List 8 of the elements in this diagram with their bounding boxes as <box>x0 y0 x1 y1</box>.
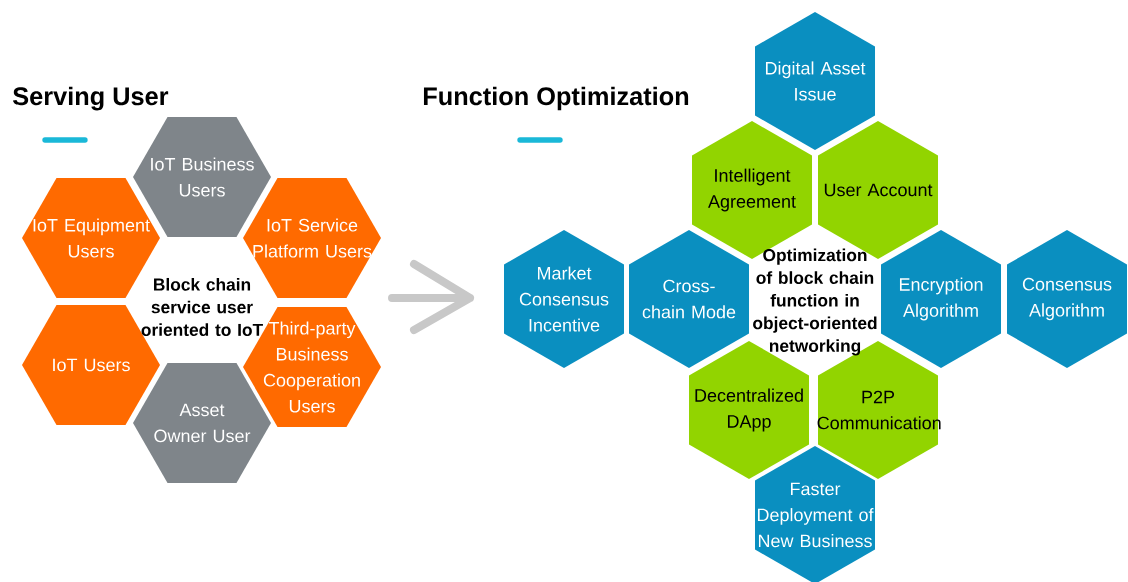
hexagon: Faster Deployment of New Business <box>755 446 875 582</box>
heading: Function Optimization <box>423 86 689 111</box>
heading: Serving User <box>13 86 169 111</box>
hexagon: Digital Asset Issue <box>755 12 875 150</box>
hexagon: Market Consensus Incentive <box>504 230 624 368</box>
hexagon: Encryption Algorithm <box>881 230 1001 368</box>
hexagon: Consensus Algorithm <box>1007 230 1127 368</box>
hexagon: Cross-chain Mode <box>629 230 749 368</box>
